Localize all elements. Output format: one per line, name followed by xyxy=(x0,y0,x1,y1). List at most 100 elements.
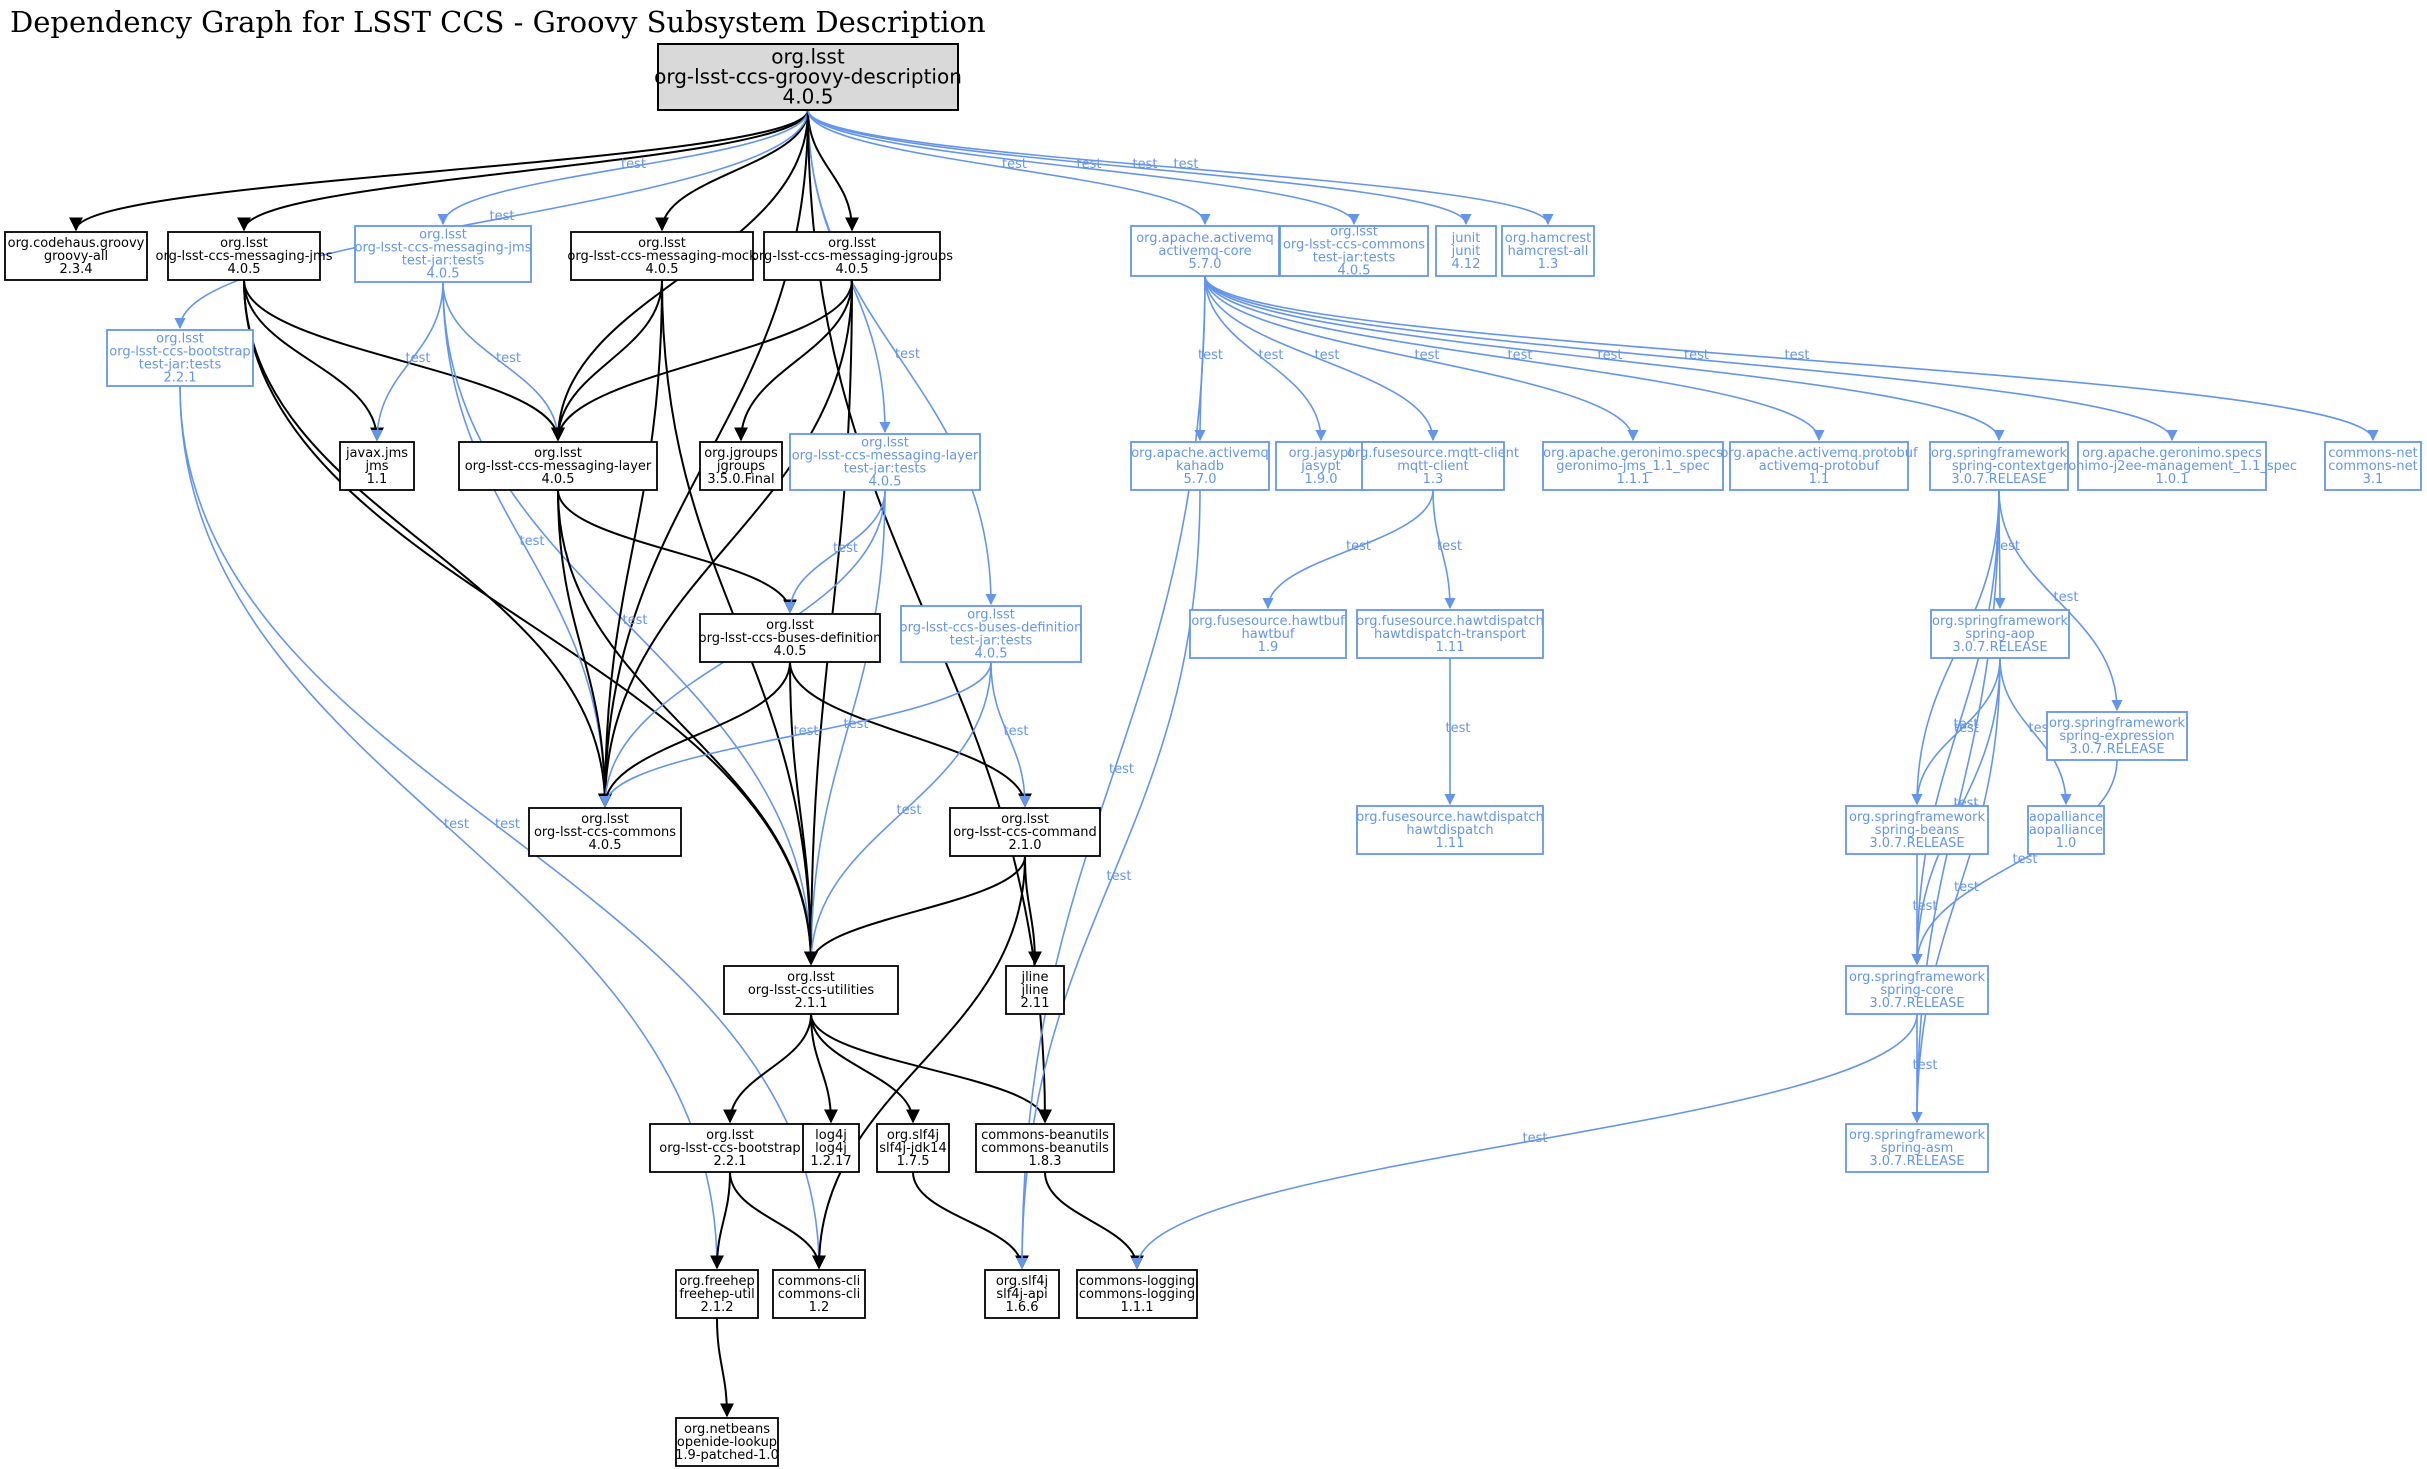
node-label-line: org-lsst-ccs-buses-definition xyxy=(699,631,882,646)
node-label-line: 4.0.5 xyxy=(835,262,868,277)
edge-line xyxy=(1999,657,2072,806)
node-box xyxy=(675,1269,759,1319)
edge-line xyxy=(243,279,384,442)
node-label-line: test-jar:tests xyxy=(402,254,485,269)
edge-mqtt-hawtbuf: test xyxy=(1262,489,1434,610)
node-label-line: org.lsst xyxy=(706,1128,754,1143)
edge-amqcore-geronimoj2ee: test xyxy=(1204,275,2178,442)
edge-line xyxy=(598,661,791,808)
edge-label: test xyxy=(1913,899,1938,914)
edge-mock-commons xyxy=(598,279,663,808)
edge-line xyxy=(805,661,992,966)
node-label-line: org-lsst-ccs-messaging-jgroups xyxy=(751,249,953,264)
edge-label: test xyxy=(621,157,646,172)
node-label-line: 1.2 xyxy=(809,1300,830,1315)
edge-line xyxy=(807,109,1554,226)
node-label-line: 4.0.5 xyxy=(645,262,678,277)
node-box xyxy=(339,441,415,491)
node-layertest: org.lsstorg-lsst-ccs-messaging-layertest… xyxy=(789,433,981,491)
node-label-line: hawtdispatch-transport xyxy=(1374,627,1526,642)
node-label-line: junit xyxy=(1451,231,1481,246)
node-label-line: org-lsst-ccs-messaging-layer xyxy=(465,459,652,474)
node-springaop: org.springframeworkspring-aop3.0.7.RELEA… xyxy=(1930,609,2070,659)
edge-line xyxy=(1432,489,1456,610)
node-label-line: 1.11 xyxy=(1436,640,1465,655)
node-label-line: org.apache.activemq.protobuf xyxy=(1720,446,1918,461)
node-label-line: org.springframework xyxy=(1932,614,2068,629)
node-geronimoj2ee: org.apache.geronimo.specsgeronimo-j2ee-m… xyxy=(2047,441,2297,491)
node-label-line: test-jar:tests xyxy=(950,634,1033,649)
node-box xyxy=(2077,441,2267,491)
edge-utilities-bootstrap xyxy=(723,1013,812,1124)
node-label-line: org.fusesource.hawtbuf xyxy=(1191,614,1345,629)
node-label-line: commons-net xyxy=(2328,459,2417,474)
node-springctx: org.springframeworkspring-context3.0.7.R… xyxy=(1929,441,2069,491)
edge-amqcore-geronimojms: test xyxy=(1204,275,1639,442)
node-jmstest: org.lsstorg-lsst-ccs-messaging-jmstest-j… xyxy=(354,225,532,283)
node-box xyxy=(1005,965,1065,1015)
node-springasm: org.springframeworkspring-asm3.0.7.RELEA… xyxy=(1845,1123,1989,1173)
edge-line xyxy=(243,279,612,808)
node-label-line: org.apache.activemq xyxy=(1136,231,1274,246)
edge-line xyxy=(243,279,565,442)
node-label-line: 1.7.5 xyxy=(896,1154,929,1169)
node-box xyxy=(1130,441,1270,491)
node-label-line: org-lsst-ccs-messaging-jms xyxy=(355,241,532,256)
edge-root-groovy xyxy=(69,109,809,232)
node-box xyxy=(675,1417,779,1467)
node-label-line: 4.0.5 xyxy=(588,838,621,853)
edge-label: test xyxy=(520,534,545,549)
node-label-line: commons-cli xyxy=(778,1274,860,1289)
edge-springaop-springbeans: test xyxy=(1911,657,2001,806)
node-box xyxy=(723,965,899,1015)
edge-layer-buses xyxy=(557,489,797,614)
edge-label: test xyxy=(1259,348,1284,363)
node-label-line: 1.11 xyxy=(1436,836,1465,851)
node-box xyxy=(975,1123,1115,1173)
node-box xyxy=(657,43,959,111)
edge-line xyxy=(442,281,817,966)
edge-springaop-springasm: test xyxy=(1911,657,2001,1124)
edge-command-cli xyxy=(812,855,1026,1270)
node-label-line: freehep-util xyxy=(679,1287,754,1302)
node-label-line: org.slf4j xyxy=(887,1128,939,1143)
edge-line xyxy=(810,1013,838,1124)
node-label-line: 1.1.1 xyxy=(1616,472,1649,487)
node-label-line: 2.3.4 xyxy=(59,262,92,277)
node-label-line: kahadb xyxy=(1176,459,1224,474)
node-label-line: commons-cli xyxy=(778,1287,860,1302)
node-label-line: org-lsst-ccs-buses-definition xyxy=(900,621,1083,636)
node-label-line: 3.1 xyxy=(2363,472,2384,487)
node-label-line: org.lsst xyxy=(828,236,876,251)
node-label-line: org-lsst-ccs-commons xyxy=(534,825,676,840)
node-label-line: geronimo-j2ee-management_1.1_spec xyxy=(2047,459,2297,474)
node-bootstraptest: org.lsstorg-lsst-ccs-bootstraptest-jar:t… xyxy=(106,329,254,387)
edge-label: test xyxy=(1109,762,1134,777)
edge-line xyxy=(442,281,564,442)
node-box xyxy=(1501,225,1595,277)
node-box xyxy=(876,1123,950,1173)
edge-root-bootstraptest: test xyxy=(174,109,809,330)
node-label-line: test-jar:tests xyxy=(844,462,927,477)
edge-jmstest-commons: test xyxy=(442,281,611,808)
edge-label: test xyxy=(2054,590,2079,605)
node-label-line: 2.2.1 xyxy=(163,371,196,386)
node-label-line: 2.1.1 xyxy=(794,996,827,1011)
node-label-line: mqtt-client xyxy=(1397,459,1469,474)
edge-layer-commons xyxy=(557,489,612,808)
node-label-line: org.apache.activemq xyxy=(1131,446,1269,461)
edge-jmstest-layer: test xyxy=(442,281,564,442)
edge-line xyxy=(179,385,723,1270)
edge-jgroupsmsg-commons xyxy=(598,279,853,808)
edge-label: test xyxy=(1415,348,1440,363)
node-label-line: org.hamcrest xyxy=(1505,231,1591,246)
edge-line xyxy=(734,279,853,442)
